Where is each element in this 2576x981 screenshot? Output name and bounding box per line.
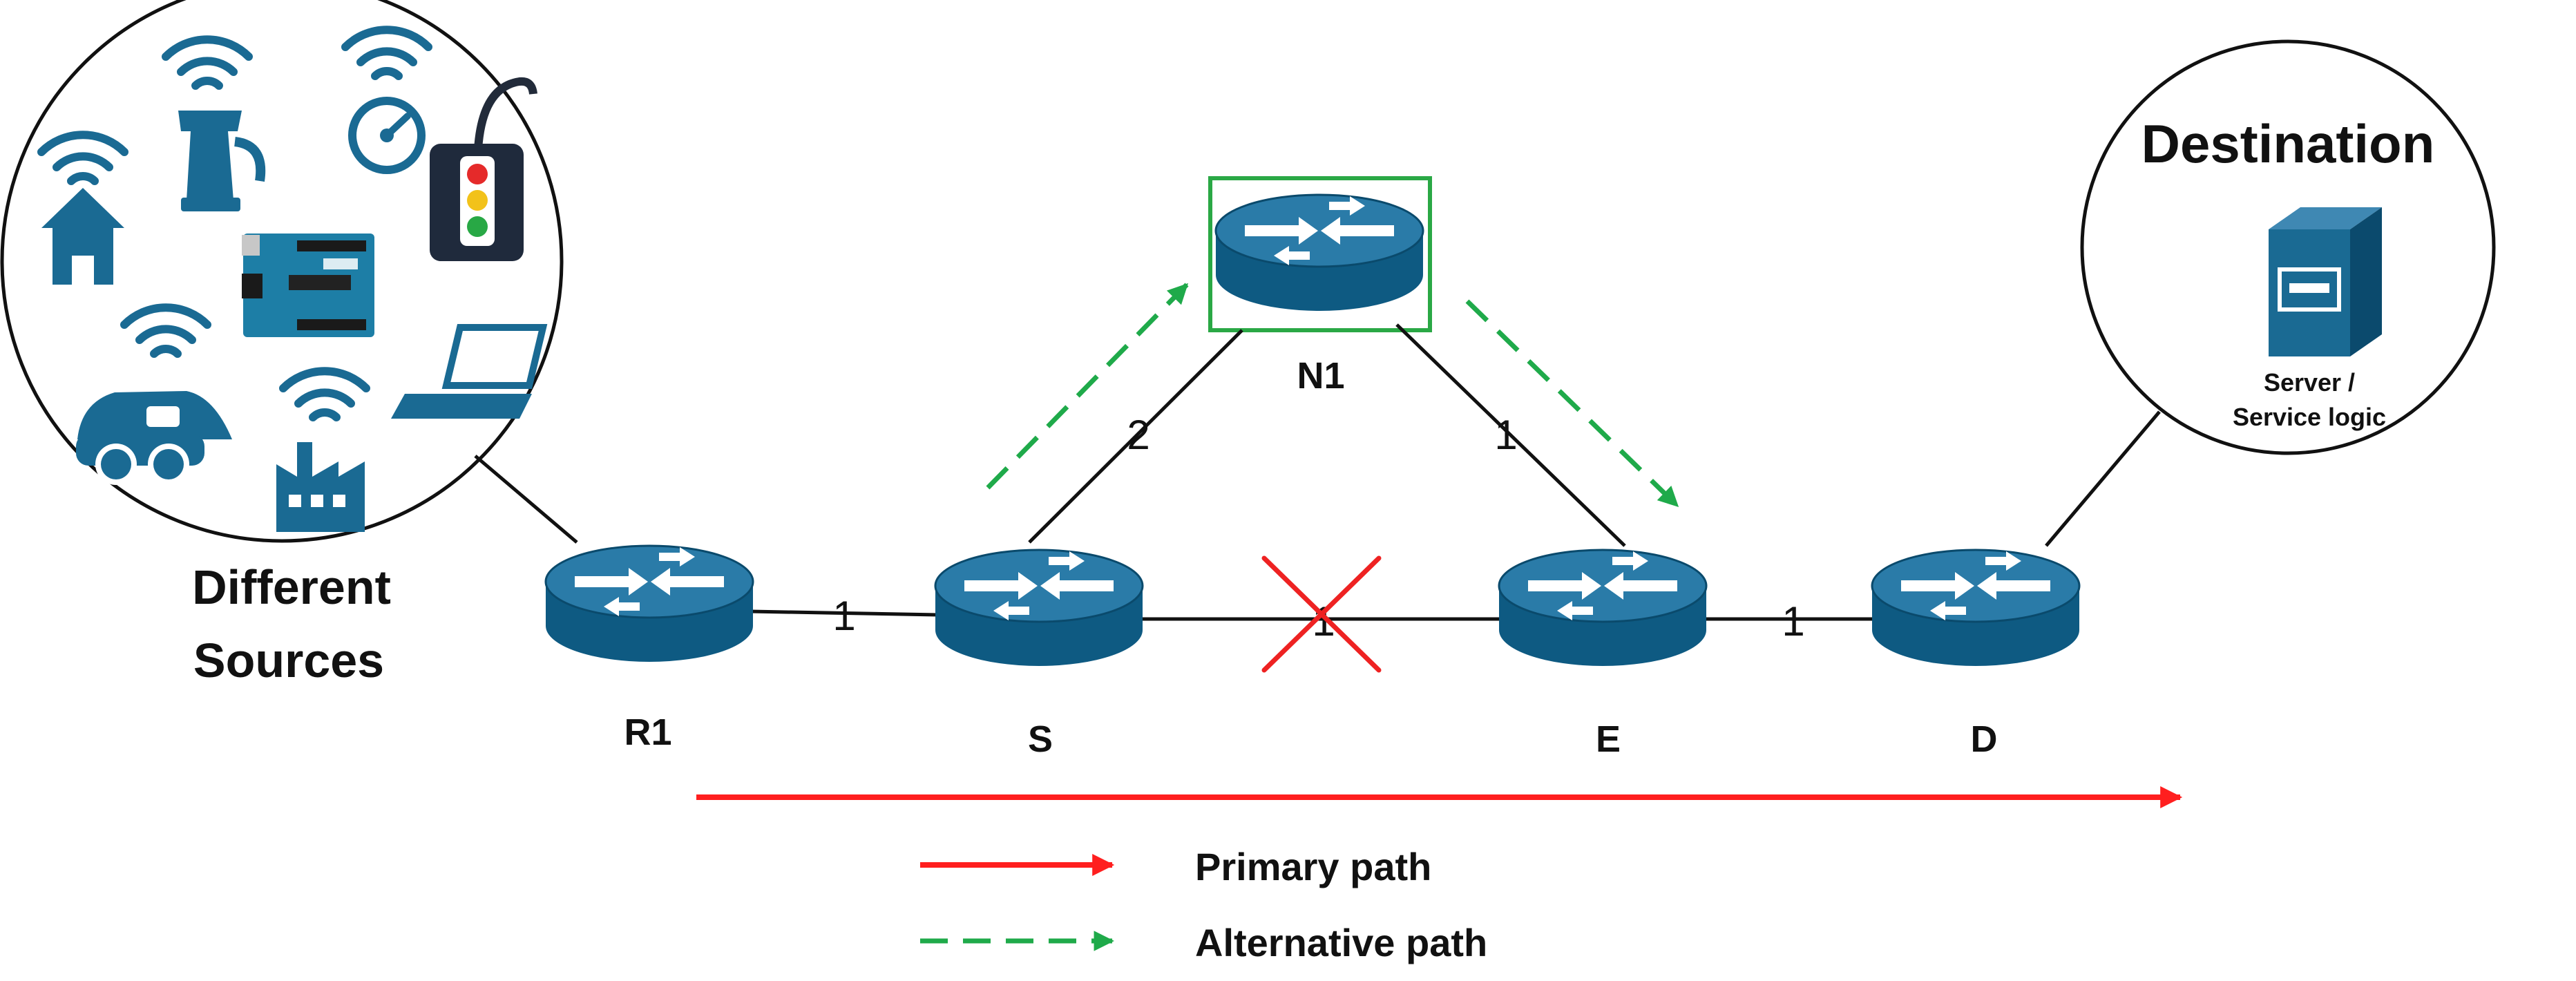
laptop-icon <box>391 324 548 419</box>
cost-r1-s: 1 <box>832 593 855 639</box>
router-d <box>1871 549 2081 667</box>
link-n1-e <box>1395 323 1626 547</box>
server-icon <box>2269 207 2382 356</box>
car-icon <box>76 307 232 485</box>
cost-n1-e: 1 <box>1494 412 1517 458</box>
link-s-n1 <box>1028 329 1243 544</box>
destination-cluster: Destination Server / Service logic <box>2080 39 2496 455</box>
cost-s-n1: 2 <box>1127 412 1149 458</box>
router-n1 <box>1214 193 1424 312</box>
sources-cluster <box>0 0 564 543</box>
link-r1-s <box>750 609 939 617</box>
gauge-icon <box>345 30 428 174</box>
links <box>474 323 2161 621</box>
link-sources-r1 <box>474 455 578 544</box>
sources-label-line2: Sources <box>193 634 384 687</box>
legend-primary-label: Primary path <box>1195 845 1431 888</box>
server-label-line2: Service logic <box>2233 403 2386 431</box>
legend-alternative-label: Alternative path <box>1195 921 1487 964</box>
alternative-path-arrow-up <box>986 283 1189 490</box>
n1-highlight-box <box>1208 176 1432 332</box>
router-n1-label: N1 <box>1297 355 1344 397</box>
router-s <box>934 549 1144 667</box>
destination-title: Destination <box>2141 113 2435 174</box>
kettle-icon <box>166 39 266 211</box>
router-r1-label: R1 <box>624 712 671 753</box>
alternative-path-arrow-down <box>1465 299 1679 508</box>
house-icon <box>41 135 124 285</box>
sources-label-line1: Different <box>192 560 391 614</box>
factory-icon <box>276 371 366 532</box>
server-label-line1: Server / <box>2264 368 2355 397</box>
cost-e-d: 1 <box>1782 598 1804 645</box>
router-r1 <box>544 544 754 663</box>
router-e-label: E <box>1596 718 1621 760</box>
link-d-destination <box>2045 410 2161 547</box>
arduino-board-icon <box>242 234 374 337</box>
link-failure-cross <box>1261 555 1382 673</box>
router-e <box>1498 549 1708 667</box>
legend: Primary path Alternative path <box>920 845 1487 964</box>
router-d-label: D <box>1971 718 1998 760</box>
router-s-label: S <box>1028 718 1053 760</box>
traffic-light-icon <box>430 77 537 261</box>
